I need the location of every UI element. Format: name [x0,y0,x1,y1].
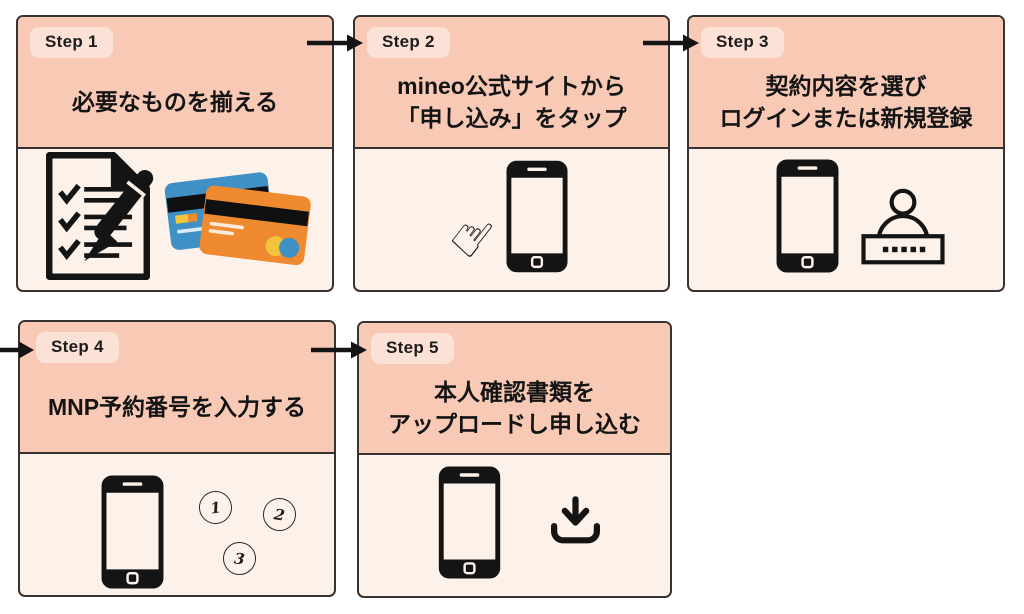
title-line: 本人確認書類を [434,379,595,405]
step-2-body: ☝ [355,149,668,288]
arrow-into-step4-icon [0,340,34,365]
number-circle-2: 2 [260,495,299,534]
arrow-step2-to-step3-icon [643,33,699,58]
number-circle-3: 3 [221,540,258,577]
download-icon [547,494,604,556]
step-1-title: 必要なものを揃える [18,63,332,141]
arrow-step4-to-step5-icon [311,340,367,365]
step-4-body: 1 2 3 [20,454,334,593]
step-3-body [689,149,1003,288]
title-line: 契約内容を選び [765,73,927,99]
step-5-badge: Step 5 [371,333,454,364]
user-password-icon [860,188,945,271]
step-5-title: 本人確認書類を アップロードし申し込む [359,369,670,447]
title-line: アップロードし申し込む [388,411,641,437]
step-3-title: 契約内容を選び ログインまたは新規登録 [689,63,1003,141]
step-3-header: Step 3 契約内容を選び ログインまたは新規登録 [689,17,1003,149]
step-1-badge: Step 1 [30,27,113,58]
step-4-badge: Step 4 [36,332,119,363]
step-3-badge: Step 3 [701,27,784,58]
pointing-hand-icon: ☝ [439,200,505,271]
step-card-5: Step 5 本人確認書類を アップロードし申し込む [357,321,672,598]
step-2-badge: Step 2 [367,27,450,58]
step-2-header: Step 2 mineo公式サイトから 「申し込み」をタップ [355,17,668,149]
credit-cards-icon [162,165,312,272]
step-1-header: Step 1 必要なものを揃える [18,17,332,149]
title-line: ログインまたは新規登録 [719,105,973,131]
title-line: mineo公式サイトから [397,73,626,99]
step-4-title: MNP予約番号を入力する [20,368,334,446]
step-card-3: Step 3 契約内容を選び ログインまたは新規登録 [687,15,1005,292]
step-4-header: Step 4 MNP予約番号を入力する [20,322,334,454]
smartphone-icon [776,159,839,278]
checklist-pen-icon [38,147,158,290]
title-line: MNP予約番号を入力する [47,394,307,420]
step-card-2: Step 2 mineo公式サイトから 「申し込み」をタップ ☝ [353,15,670,292]
step-5-body [359,455,670,594]
step-5-header: Step 5 本人確認書類を アップロードし申し込む [359,323,670,455]
title-line: 必要なものを揃える [71,89,279,115]
smartphone-icon [101,475,164,594]
step-card-1: Step 1 必要なものを揃える [16,15,334,292]
arrow-step1-to-step2-icon [307,33,363,58]
title-line: 「申し込み」をタップ [396,105,627,131]
step-card-4: Step 4 MNP予約番号を入力する 1 2 3 [18,320,336,597]
number-circle-1: 1 [196,488,235,527]
step-1-body [18,149,332,288]
smartphone-icon [438,465,501,584]
step-2-title: mineo公式サイトから 「申し込み」をタップ [355,63,668,141]
smartphone-icon [506,160,568,278]
